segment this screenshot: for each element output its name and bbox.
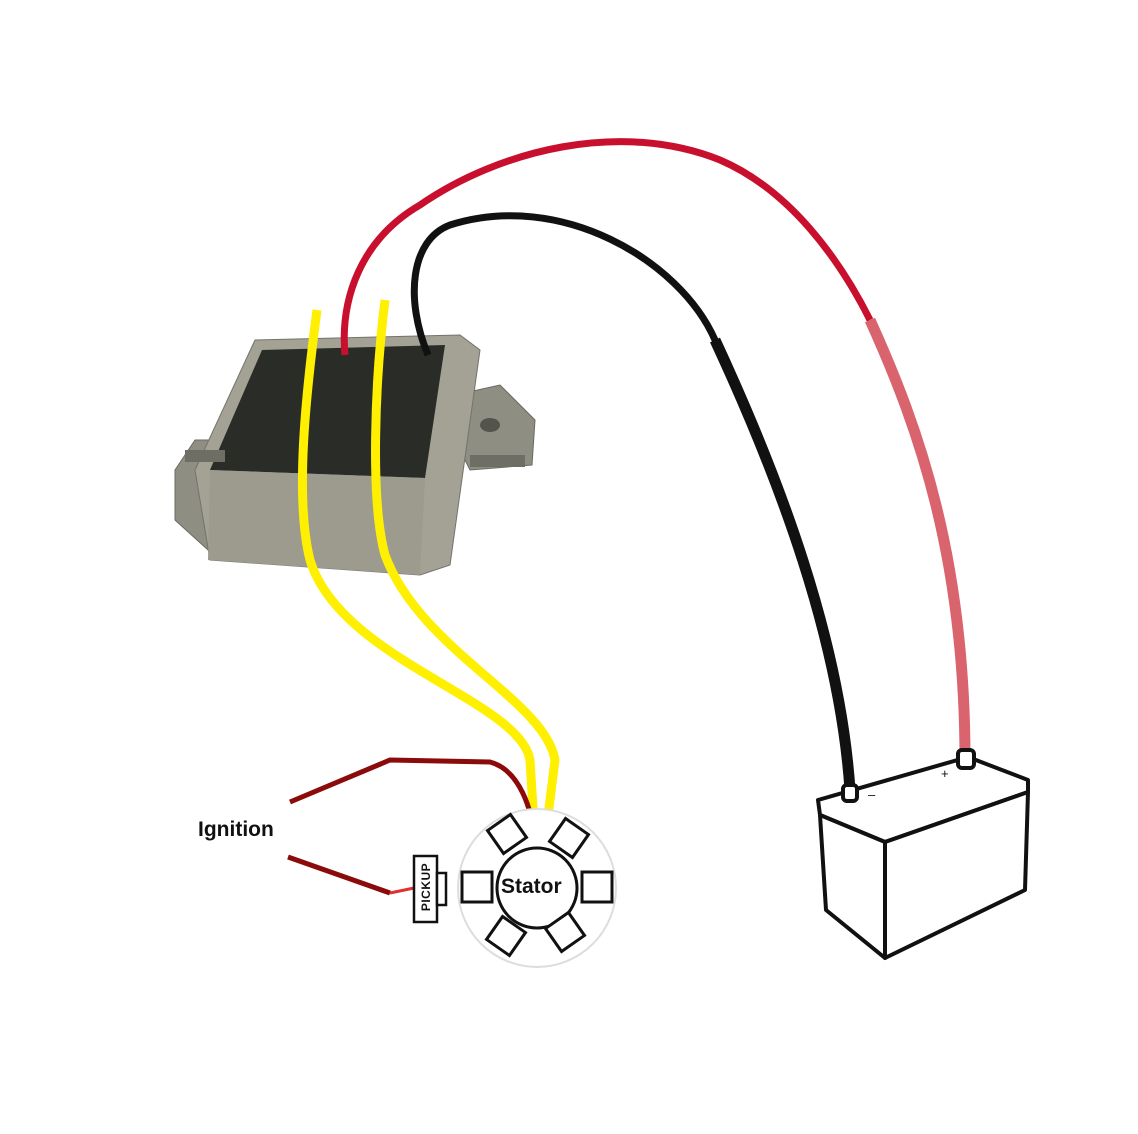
ignition-wire-2: [287, 854, 391, 896]
battery: [816, 748, 1030, 960]
stator-label: Stator: [501, 875, 562, 898]
pickup-label: PICKUP: [419, 862, 433, 912]
pickup-sensor: [412, 854, 448, 924]
battery-positive-label: +: [941, 766, 949, 781]
stator: [457, 808, 617, 968]
ignition-label: Ignition: [198, 818, 274, 841]
battery-negative-label: –: [868, 787, 876, 802]
voltage-regulator: [174, 334, 536, 576]
yellow-wire-2: [371, 299, 560, 841]
pink-wire: [864, 317, 971, 761]
red-wire: [340, 138, 874, 356]
yellow-wire-1: [297, 309, 540, 841]
